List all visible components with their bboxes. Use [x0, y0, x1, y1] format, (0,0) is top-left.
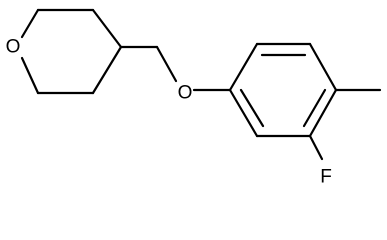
bond-ar-c3-c4: [308, 42, 338, 92]
chemical-structure-diagram: O O F: [6, 8, 382, 188]
ring-oxygen-label: O: [6, 37, 21, 58]
bond-ar-c4-c5: [308, 88, 338, 138]
substituents: [308, 88, 382, 161]
bond-ar-c6-c1: [228, 88, 259, 138]
bond-c6-o: [20, 56, 40, 95]
aromatic-inner-bond-2: [302, 88, 327, 128]
tetrahydropyran-ring: [20, 8, 123, 95]
benzene-ring: [228, 42, 338, 138]
bond-fluorine: [308, 134, 324, 161]
bond-ch2-o: [155, 45, 178, 83]
ether-oxygen-label: O: [178, 83, 193, 104]
bond-c4-c5: [91, 45, 123, 95]
fluorine-label: F: [320, 167, 332, 188]
linker: [119, 45, 232, 92]
aromatic-inner-bond-3: [239, 88, 265, 128]
bond-o-c2: [20, 8, 40, 39]
bond-c3-c4: [91, 8, 123, 49]
bond-ar-c1-c2: [228, 42, 259, 92]
